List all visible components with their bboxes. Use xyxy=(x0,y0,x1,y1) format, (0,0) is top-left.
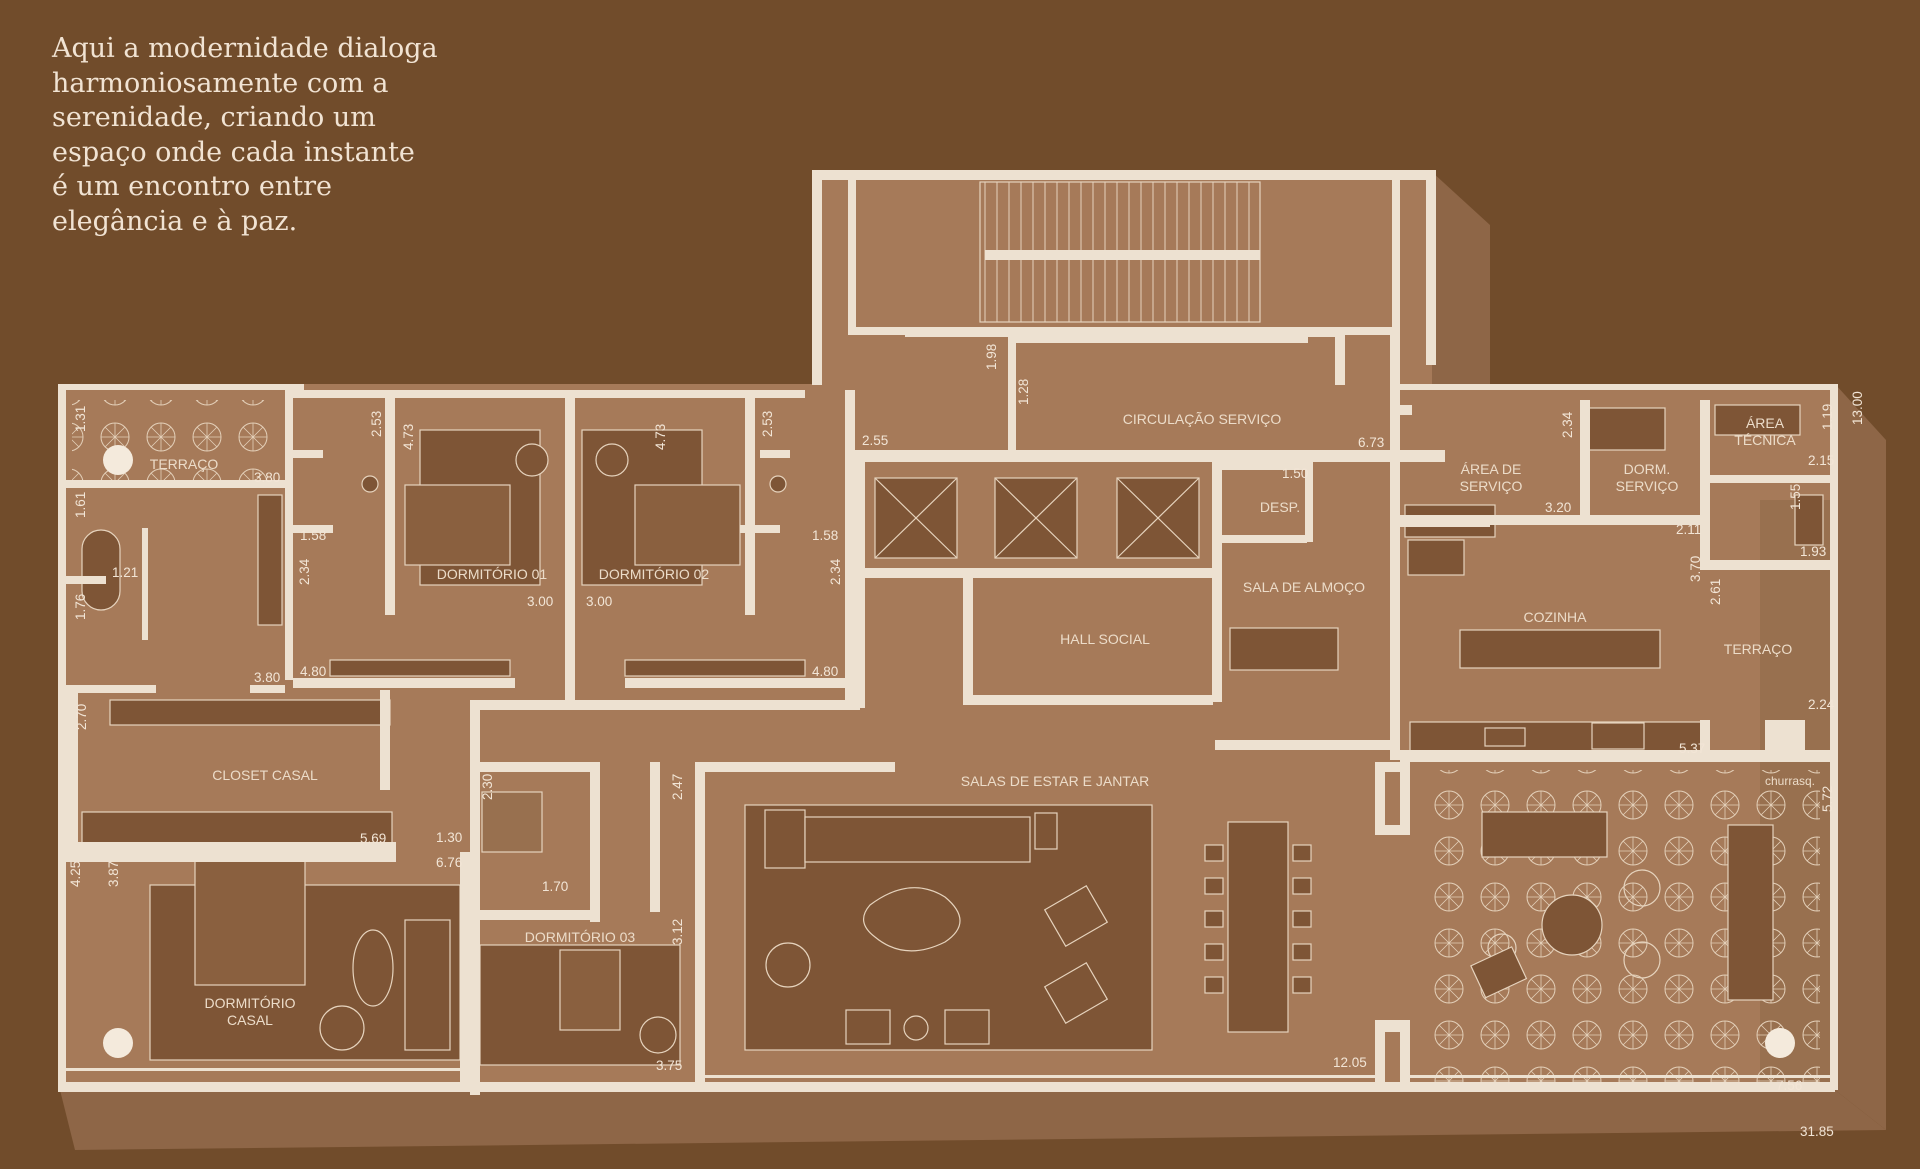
dim-label: 2.30 xyxy=(480,774,495,800)
dim-label: 2.47 xyxy=(670,774,685,800)
room-label-dormitorio-03: DORMITÓRIO 03 xyxy=(525,929,636,945)
dim-label: 3.20 xyxy=(1545,500,1571,515)
dim-label: 3.12 xyxy=(670,919,685,945)
dimension-labels: 1.31 3.80 1.61 1.21 1.76 3.80 2.53 4.73 … xyxy=(68,344,1865,1139)
dim-label: 2.61 xyxy=(1708,579,1723,605)
room-label-dormitorio-casal: DORMITÓRIO xyxy=(205,995,296,1011)
room-label-dorm-servico-2: SERVIÇO xyxy=(1616,478,1679,494)
dim-label: 5.72 xyxy=(1820,786,1835,812)
dim-label: 1.28 xyxy=(1016,379,1031,405)
room-label-desp: DESP. xyxy=(1260,499,1300,515)
dim-label: 6.76 xyxy=(436,855,462,870)
dim-label: 1.58 xyxy=(300,528,326,543)
dim-label: 5.69 xyxy=(360,831,386,846)
room-label-dorm-servico: DORM. xyxy=(1624,461,1671,477)
dim-label: 3.80 xyxy=(254,670,280,685)
dim-label: 1.50 xyxy=(1282,466,1308,481)
furniture-layer xyxy=(72,181,1824,1090)
dim-label: 31.85 xyxy=(1800,1124,1834,1139)
room-label-salas-estar-jantar: SALAS DE ESTAR E JANTAR xyxy=(961,773,1150,789)
dim-label: 2.34 xyxy=(297,558,312,585)
dim-label: 1.61 xyxy=(73,492,88,518)
dim-label: 3.00 xyxy=(527,594,553,609)
dim-label: 3.80 xyxy=(254,470,280,485)
intro-text: Aqui a modernidade dialoga harmoniosamen… xyxy=(52,32,472,239)
dim-label: 7.56 xyxy=(1776,1078,1802,1093)
dim-label: 1.19 xyxy=(1820,404,1835,430)
dim-label: 2.53 xyxy=(760,411,775,437)
dim-label: 1.58 xyxy=(812,528,838,543)
dim-label: 1.30 xyxy=(436,830,462,845)
walls xyxy=(58,170,1838,1095)
intro-line: harmoniosamente com a xyxy=(52,67,389,99)
room-label-terraco: TERRAÇO xyxy=(150,456,219,472)
dim-label: 3.75 xyxy=(656,1058,682,1073)
dim-label: 2.53 xyxy=(369,411,384,437)
dim-label: 3.70 xyxy=(1688,556,1703,582)
intro-line: espaço onde cada instante xyxy=(52,136,415,168)
intro-line: Aqui a modernidade dialoga xyxy=(52,33,438,64)
room-label-terraco-right: TERRAÇO xyxy=(1724,641,1793,657)
staircase xyxy=(979,181,1261,323)
dim-label: 12.05 xyxy=(1333,1055,1367,1070)
intro-line: elegância e à paz. xyxy=(52,205,298,237)
dim-label: 3.00 xyxy=(586,594,612,609)
dim-label: 1.70 xyxy=(542,879,568,894)
dim-label: 1.21 xyxy=(112,565,138,580)
dim-label: 4.25 xyxy=(68,861,83,887)
room-label-closet-casal: CLOSET CASAL xyxy=(212,767,318,783)
dim-label: 4.73 xyxy=(401,424,416,450)
elevators xyxy=(874,477,1200,559)
dim-label: 1.31 xyxy=(73,406,88,432)
dim-label: 1.76 xyxy=(73,594,88,620)
dim-label: 1.55 xyxy=(1788,484,1803,510)
dim-label: 2.55 xyxy=(862,433,888,448)
room-label-area-tecnica-2: TÉCNICA xyxy=(1734,432,1796,448)
room-label-area-servico: ÁREA DE xyxy=(1461,461,1522,477)
dim-label: 2.34 xyxy=(828,558,843,585)
dim-label: 1.98 xyxy=(984,344,999,370)
dim-label: 2.70 xyxy=(74,704,89,730)
dim-label: 2.24 xyxy=(1808,697,1835,712)
room-label-sala-almoco: SALA DE ALMOÇO xyxy=(1243,579,1365,595)
dim-label: 4.80 xyxy=(300,664,326,679)
room-label-dormitorio-01: DORMITÓRIO 01 xyxy=(437,566,548,582)
room-label-dormitorio-02: DORMITÓRIO 02 xyxy=(599,566,710,582)
dim-label: 1.93 xyxy=(1800,544,1826,559)
dim-label: 4.80 xyxy=(812,664,838,679)
dim-label: 2.11 xyxy=(1676,522,1701,537)
room-label-dormitorio-casal-2: CASAL xyxy=(227,1012,273,1028)
room-label-hall-social: HALL SOCIAL xyxy=(1060,631,1150,647)
dim-label: 4.73 xyxy=(653,424,668,450)
dim-label: 2.34 xyxy=(1560,411,1575,438)
room-label-area-tecnica: ÁREA xyxy=(1746,415,1785,431)
dim-label: 6.73 xyxy=(1358,435,1384,450)
room-label-cozinha: COZINHA xyxy=(1524,609,1588,625)
room-labels: TERRAÇO DORMITÓRIO 01 DORMITÓRIO 02 CLOS… xyxy=(150,411,1815,1028)
intro-line: serenidade, criando um xyxy=(52,102,376,133)
room-label-area-servico-2: SERVIÇO xyxy=(1460,478,1523,494)
room-label-circulacao-servico: CIRCULAÇÃO SERVIÇO xyxy=(1123,411,1282,427)
intro-line: é um encontro entre xyxy=(52,171,332,202)
dim-label: 13.00 xyxy=(1850,391,1865,425)
dim-label: 3.87 xyxy=(106,861,121,887)
dim-label: 5.37 xyxy=(1679,741,1705,756)
room-label-churrasq: churrasq. xyxy=(1765,774,1815,788)
dim-label: 2.15 xyxy=(1808,453,1834,468)
plan-shadow xyxy=(60,172,1886,1150)
